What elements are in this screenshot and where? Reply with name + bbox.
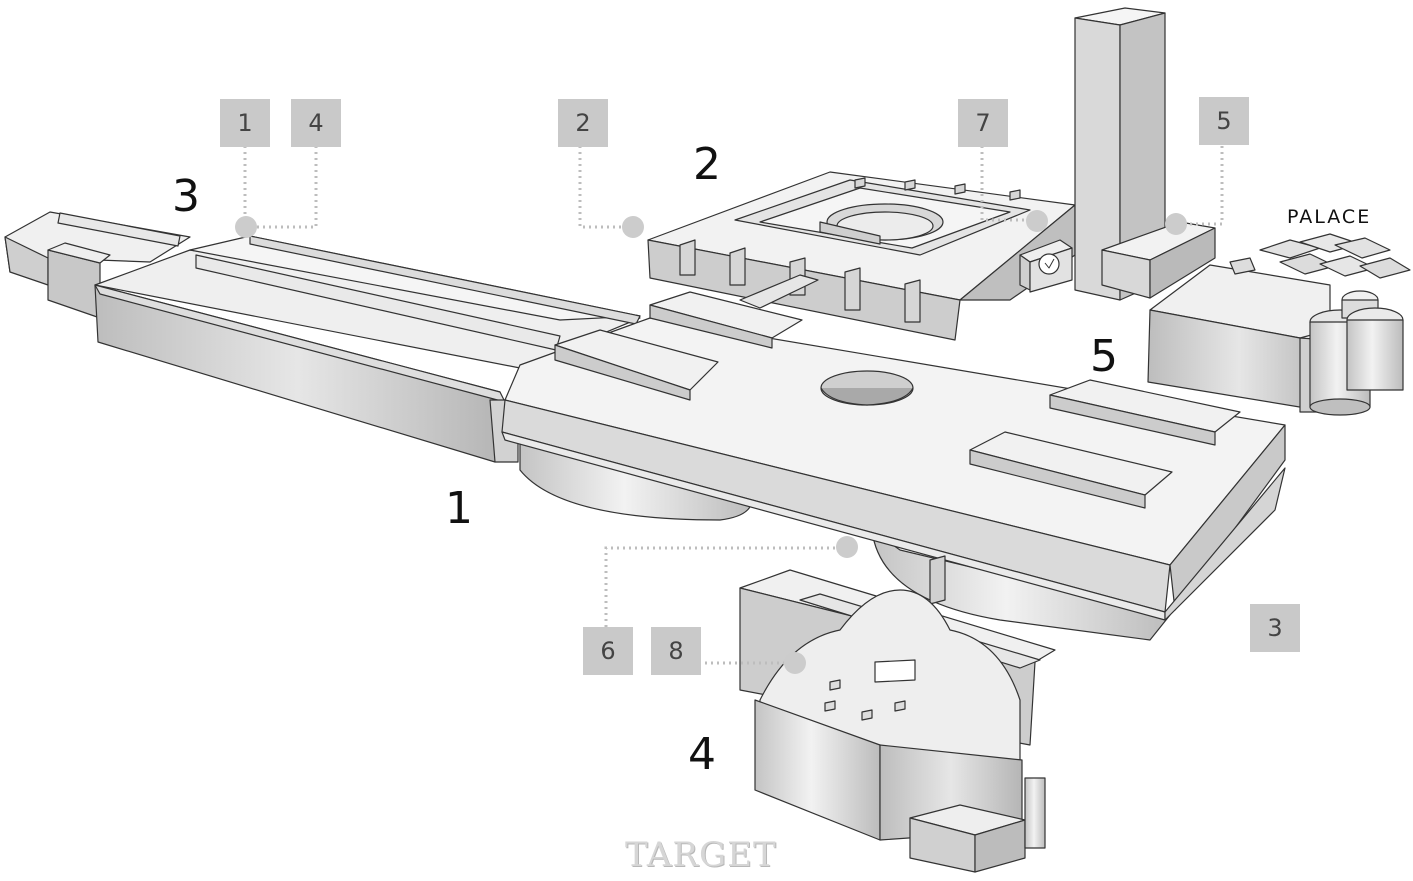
tower — [1074, 7, 1216, 301]
heart-building — [739, 555, 1056, 873]
zone-label-2: 2 — [693, 139, 721, 190]
callout-7: 7 — [958, 99, 1008, 147]
courtyard-building — [647, 171, 1076, 341]
palace — [1147, 233, 1411, 416]
clock-icon — [1038, 253, 1060, 275]
watermark: TARGET — [625, 835, 777, 875]
palace-label: PALACE — [1287, 206, 1372, 228]
central-plaza — [501, 274, 1286, 641]
callout-6: 6 — [583, 627, 633, 675]
callout-2: 2 — [558, 99, 608, 147]
callout-1: 1 — [220, 99, 270, 147]
leader-lines — [243, 146, 1224, 665]
callout-5: 5 — [1199, 97, 1249, 145]
zone-label-1: 1 — [445, 483, 473, 534]
callout-4: 4 — [291, 99, 341, 147]
callout-3: 3 — [1250, 604, 1300, 652]
zone-label-4: 4 — [688, 729, 716, 780]
leader-dots — [235, 210, 1187, 674]
callout-8: 8 — [651, 627, 701, 675]
zone-label-5: 5 — [1090, 331, 1118, 382]
zone-label-3: 3 — [172, 171, 200, 222]
